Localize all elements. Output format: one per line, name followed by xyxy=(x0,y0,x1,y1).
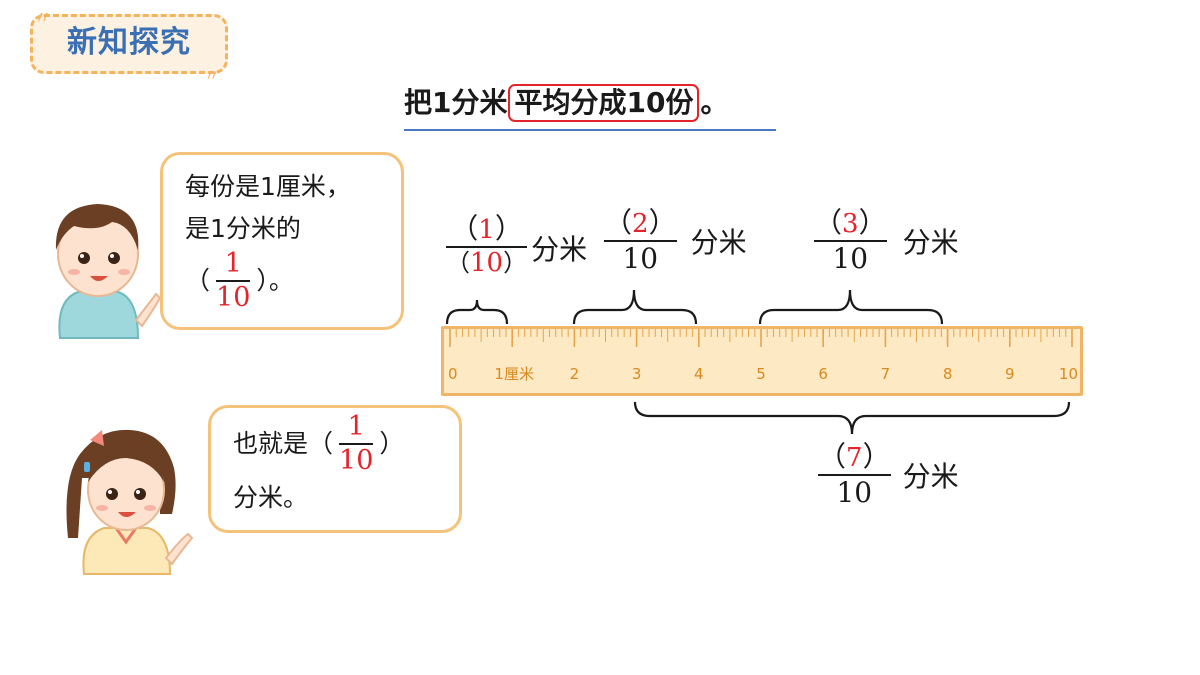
fraction-numerator-group: （7） xyxy=(818,442,891,472)
bubble1-close-paren: ）。 xyxy=(256,266,294,295)
unit-label: 分米 xyxy=(531,232,588,266)
title-highlight: 平均分成10份 xyxy=(508,84,700,122)
fraction-7: （7） 10 xyxy=(818,442,891,508)
fraction-bar xyxy=(446,246,528,249)
boy-illustration xyxy=(55,204,162,339)
fraction-3: （3） 10 xyxy=(814,208,887,274)
girl-illustration xyxy=(66,429,194,575)
fraction-1: （1） （10） xyxy=(446,214,528,278)
ruler-label: 3 xyxy=(632,365,642,383)
open-paren: （ xyxy=(604,206,633,239)
fraction-label-2: （2） 10 分米 xyxy=(604,208,747,274)
close-paren: ） xyxy=(494,212,523,245)
bubble1-line1: 每份是1厘米， xyxy=(185,172,351,201)
brace-3-10 xyxy=(633,401,1071,435)
fraction-bar xyxy=(814,240,887,243)
brace-0-1 xyxy=(445,299,509,325)
fraction-bar xyxy=(216,280,251,282)
ruler-label: 5 xyxy=(756,365,766,383)
fraction-denominator: 10 xyxy=(836,476,873,510)
fraction-label-1: （1） （10） 分米 xyxy=(446,214,587,278)
fraction-numerator: 1 xyxy=(478,215,495,245)
bubble2-prefix: 也就是（ xyxy=(233,429,334,458)
fraction-denominator-group: （10） xyxy=(446,250,527,277)
unit-label: 分米 xyxy=(902,459,959,493)
unit-label: 分米 xyxy=(902,225,959,259)
page-title: 把1分米平均分成10份。 xyxy=(404,82,728,122)
speech-bubble-boy: 每份是1厘米， 是1分米的 （ 1 10 ）。 xyxy=(160,152,404,330)
bubble2-line2: 分米。 xyxy=(233,483,309,512)
fraction-numerator-group: （1） xyxy=(446,214,527,244)
open-paren: （ xyxy=(450,212,479,245)
title-suffix: 。 xyxy=(700,86,729,119)
ruler-label: 1厘米 xyxy=(494,365,534,383)
fraction-2: （2） 10 xyxy=(604,208,677,274)
fraction-bar xyxy=(818,474,891,477)
ruler-label: 9 xyxy=(1005,365,1015,383)
bubble1-fraction: 1 10 xyxy=(216,247,251,313)
fraction-denominator: 10 xyxy=(622,242,659,276)
ruler-scale: 0 1厘米 2 3 4 5 6 7 8 9 10 xyxy=(448,329,1078,383)
close-paren: ） xyxy=(858,206,887,239)
section-badge-text: 新知探究 xyxy=(67,25,191,60)
bubble2-close-paren: ） xyxy=(379,429,405,458)
close-paren: ） xyxy=(648,206,677,239)
ruler-label: 2 xyxy=(570,365,580,383)
ruler-label: 10 xyxy=(1059,365,1078,383)
fraction-numerator: 1 xyxy=(347,410,365,442)
fraction-numerator-group: （2） xyxy=(604,208,677,238)
fraction-bar xyxy=(604,240,677,243)
fraction-numerator: 2 xyxy=(632,209,649,239)
bubble2-fraction: 1 10 xyxy=(339,410,374,476)
ruler-label: 6 xyxy=(818,365,828,383)
bubble1-line2: 是1分米的 xyxy=(185,214,301,243)
brace-2-4 xyxy=(572,289,698,325)
fraction-denominator: 10 xyxy=(470,248,504,279)
fraction-bar xyxy=(339,443,374,445)
sparkle-icon: 〃 xyxy=(34,8,52,29)
unit-label: 分米 xyxy=(690,225,747,259)
fraction-numerator: 7 xyxy=(846,443,863,473)
bubble1-open-paren: （ xyxy=(185,266,211,295)
title-prefix: 把1分米 xyxy=(404,86,508,119)
fraction-label-7: （7） 10 分米 xyxy=(818,442,959,508)
ruler-label: 0 xyxy=(448,365,458,383)
fraction-numerator: 1 xyxy=(224,247,242,279)
brace-5-8 xyxy=(758,289,944,325)
fraction-denominator: 10 xyxy=(216,282,251,313)
fraction-denominator: 10 xyxy=(832,242,869,276)
fraction-denominator: 10 xyxy=(339,445,374,476)
fraction-numerator-group: （3） xyxy=(814,208,887,238)
ruler: 0 1厘米 2 3 4 5 6 7 8 9 10 xyxy=(441,326,1083,396)
bubble1-line3: （ 1 10 ）。 xyxy=(185,247,294,313)
bubble2-line1: 也就是（ 1 10 ） xyxy=(233,410,405,476)
ruler-label: 4 xyxy=(694,365,704,383)
open-paren: （ xyxy=(446,249,470,278)
title-underline xyxy=(404,129,776,131)
close-paren: ） xyxy=(503,249,528,278)
ruler-label: 7 xyxy=(881,365,891,383)
open-paren: （ xyxy=(818,440,847,473)
fraction-label-3: （3） 10 分米 xyxy=(814,208,959,274)
speech-bubble-girl: 也就是（ 1 10 ） 分米。 xyxy=(208,405,462,533)
sparkle-icon: 〃 xyxy=(204,66,221,85)
ruler-label: 8 xyxy=(943,365,953,383)
close-paren: ） xyxy=(862,440,891,473)
fraction-numerator: 3 xyxy=(842,209,859,239)
open-paren: （ xyxy=(814,206,843,239)
section-badge: 新知探究 xyxy=(30,14,228,74)
